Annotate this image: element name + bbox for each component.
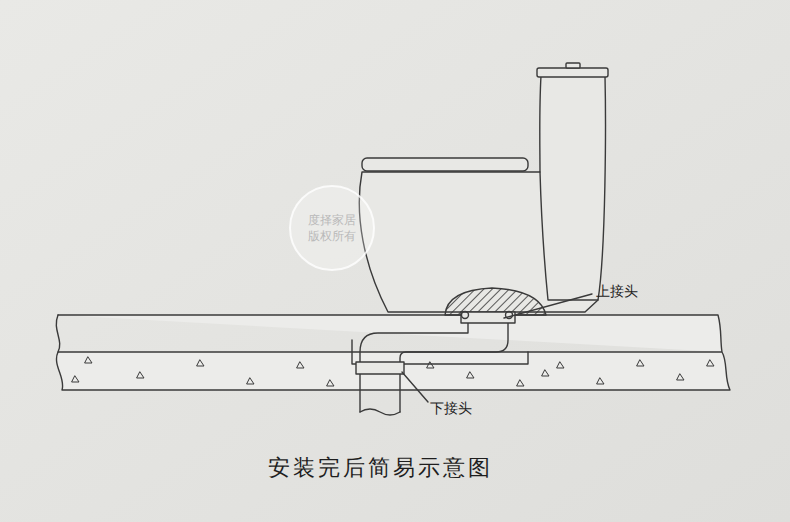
figure-caption: 安装完后简易示意图 [268,453,493,483]
concrete-aggregate [72,357,714,386]
drain-pipe [356,312,515,416]
part-label: 上接头 [596,283,638,300]
part-label: 下接头 [430,400,472,417]
leader-line [402,372,428,402]
toilet [359,63,608,312]
watermark-ring [290,186,374,270]
floor-layers [56,315,730,390]
watermark: 度择家居 版权所有 [306,212,358,244]
leader-line [504,294,592,318]
